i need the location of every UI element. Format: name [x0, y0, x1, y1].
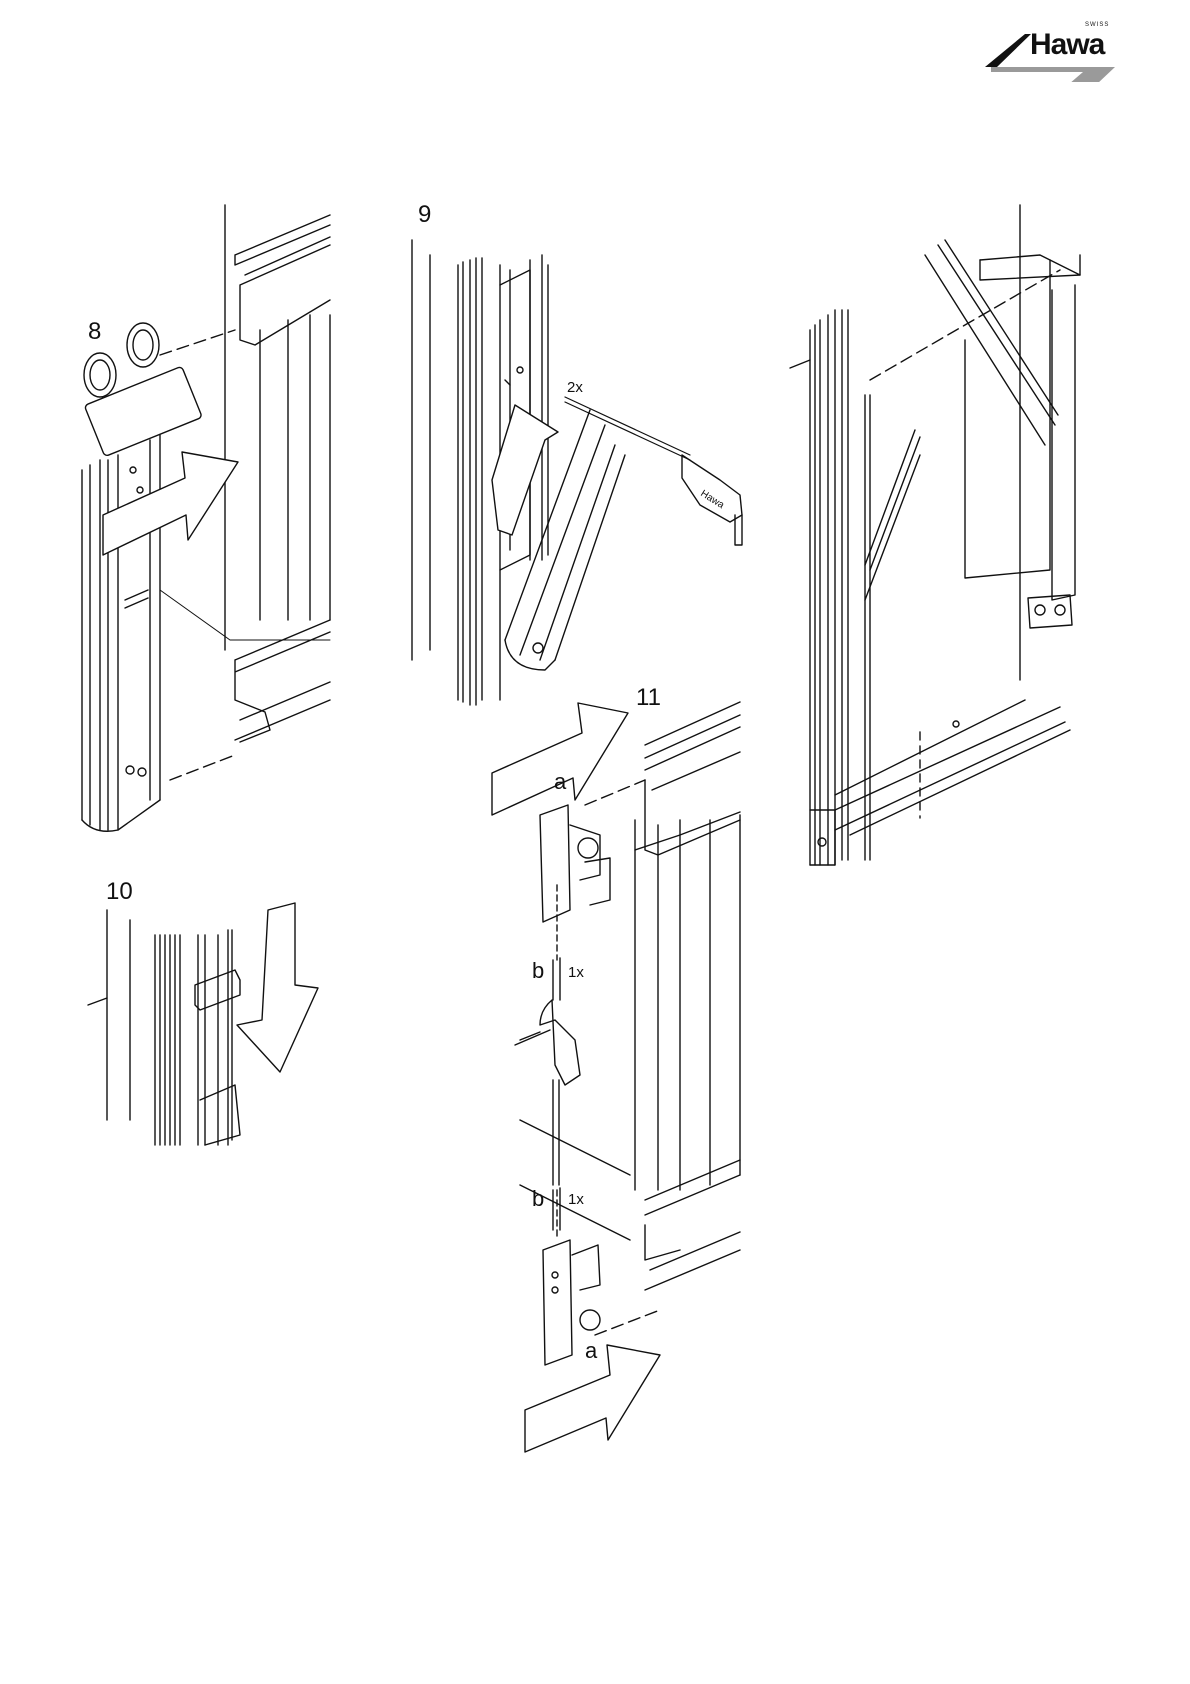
part-marker-b-top: b: [532, 960, 544, 982]
svg-text:Hawa: Hawa: [698, 488, 726, 511]
step-11-top-direction-arrow: [492, 703, 628, 815]
step-number-8: 8: [88, 320, 101, 344]
step-9-quantity: 2x: [567, 380, 583, 395]
part-marker-a-bottom: a: [585, 1340, 597, 1362]
step-10-illustration: [88, 910, 240, 1145]
overview-illustration: [790, 205, 1080, 865]
step-10-direction-arrow: [237, 903, 318, 1072]
part-quantity-b-top: 1x: [568, 965, 584, 980]
step-8-direction-arrow: [103, 452, 238, 555]
part-quantity-b-bottom: 1x: [568, 1192, 584, 1207]
step-number-11: 11: [636, 686, 661, 710]
step-11-illustration: [515, 702, 740, 1365]
part-marker-b-bottom: b: [532, 1188, 544, 1210]
step-number-10: 10: [106, 880, 133, 904]
part-marker-a-top: a: [554, 771, 566, 793]
step-9-illustration: Hawa: [412, 240, 742, 705]
step-number-9: 9: [418, 203, 431, 227]
